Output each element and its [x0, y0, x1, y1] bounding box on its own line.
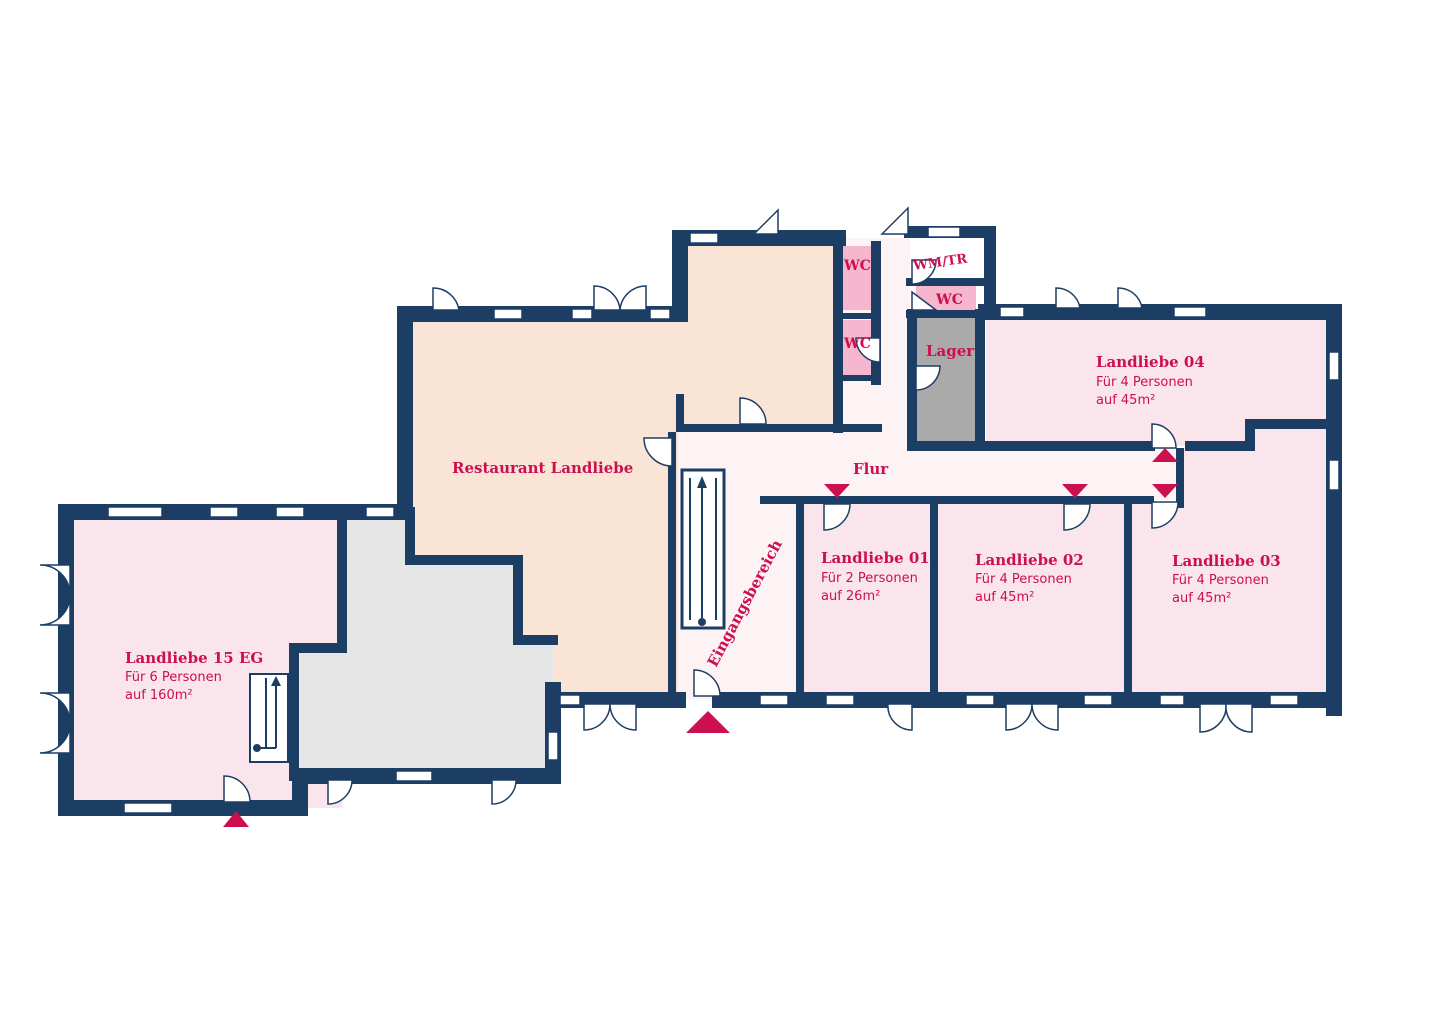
label-wc-2: WC [843, 336, 871, 352]
room-area-landliebe-15: auf 160m² [125, 688, 193, 703]
room-landliebe-02-fill[interactable] [938, 504, 1128, 700]
door[interactable] [327, 779, 353, 805]
room-restaurant-fill[interactable] [405, 238, 838, 700]
door[interactable] [583, 703, 611, 731]
window [1328, 351, 1340, 381]
room-persons-landliebe-01: Für 2 Personen [821, 571, 918, 586]
door[interactable] [1199, 703, 1227, 733]
label-wc-3: WC [935, 292, 963, 308]
window [1159, 694, 1185, 706]
room-persons-landliebe-04: Für 4 Personen [1096, 375, 1193, 390]
window [999, 306, 1025, 318]
window [571, 308, 593, 320]
entrance-arrow-icon [1062, 484, 1088, 498]
door[interactable] [223, 775, 251, 803]
door[interactable] [911, 259, 937, 285]
room-persons-landliebe-03: Für 4 Personen [1172, 573, 1269, 588]
door[interactable] [643, 437, 673, 467]
window [123, 802, 173, 814]
windows [107, 226, 1340, 814]
door[interactable] [491, 779, 517, 805]
door[interactable] [39, 692, 71, 724]
door[interactable] [432, 287, 460, 311]
door[interactable] [887, 703, 913, 731]
door[interactable] [1151, 423, 1177, 449]
door[interactable] [911, 290, 939, 311]
room-title-landliebe-03: Landliebe 03 [1172, 552, 1281, 570]
entrance-arrow-icon [824, 484, 850, 498]
room-title-restaurant: Restaurant Landliebe [452, 459, 633, 477]
entrance-arrow-icon [686, 711, 730, 733]
window [1269, 694, 1299, 706]
door[interactable] [693, 669, 721, 697]
room-title-landliebe-04: Landliebe 04 [1096, 353, 1205, 371]
door[interactable] [880, 206, 909, 235]
entrance-arrow-icon [1152, 484, 1178, 498]
entrance-arrow-icon [1152, 448, 1178, 462]
window [493, 308, 523, 320]
window [209, 506, 239, 518]
walls [58, 226, 1342, 816]
door[interactable] [823, 503, 851, 531]
entrance-arrow-icon [223, 811, 249, 827]
door[interactable] [752, 208, 779, 235]
label-lager: Lager [926, 342, 975, 360]
door[interactable] [593, 285, 621, 311]
room-area-landliebe-02: auf 45m² [975, 590, 1034, 605]
room-flur-fill [678, 238, 1178, 700]
door[interactable] [855, 337, 881, 363]
room-landliebe-01-fill[interactable] [804, 504, 932, 700]
room-landliebe-04-fill[interactable] [986, 320, 1326, 446]
door[interactable] [915, 365, 941, 391]
door[interactable] [1063, 503, 1091, 531]
door[interactable] [1151, 501, 1179, 529]
window [1173, 306, 1207, 318]
window [275, 506, 305, 518]
staircase-main [680, 468, 726, 630]
doors [39, 206, 1253, 805]
window [107, 506, 163, 518]
room-title-landliebe-02: Landliebe 02 [975, 551, 1084, 569]
room-area-landliebe-03: auf 45m² [1172, 591, 1231, 606]
window [759, 694, 789, 706]
door[interactable] [39, 564, 71, 596]
door[interactable] [1055, 287, 1081, 309]
label-flur: Flur [853, 460, 889, 478]
room-area-landliebe-01: auf 26m² [821, 589, 880, 604]
window [825, 694, 855, 706]
door[interactable] [1005, 703, 1033, 731]
door[interactable] [39, 594, 71, 626]
door[interactable] [1031, 703, 1059, 731]
room-persons-landliebe-15: Für 6 Personen [125, 670, 222, 685]
door[interactable] [39, 722, 71, 754]
room-wc-1-fill [842, 246, 872, 310]
window [395, 770, 433, 782]
window [689, 232, 719, 244]
window [927, 226, 961, 238]
room-area-landliebe-04: auf 45m² [1096, 393, 1155, 408]
window [547, 731, 559, 761]
room-grey-fill [300, 512, 553, 776]
door[interactable] [619, 285, 647, 311]
labels: Landliebe 15 EG Für 6 Personen auf 160m²… [125, 252, 1281, 703]
window [1083, 694, 1113, 706]
window [1328, 459, 1340, 491]
window [365, 506, 395, 518]
door[interactable] [1117, 287, 1143, 309]
room-title-landliebe-15: Landliebe 15 EG [125, 649, 263, 667]
door[interactable] [609, 703, 637, 731]
label-wm-tr: WM/TR [911, 252, 968, 275]
window [649, 308, 671, 320]
label-wc-1: WC [843, 258, 871, 274]
door[interactable] [1225, 703, 1253, 733]
door[interactable] [739, 397, 767, 425]
room-title-landliebe-01: Landliebe 01 [821, 549, 930, 567]
entrance-markers [223, 448, 1178, 827]
window [559, 694, 581, 706]
window [965, 694, 995, 706]
staircase-landliebe-15 [249, 673, 289, 763]
room-persons-landliebe-02: Für 4 Personen [975, 572, 1072, 587]
